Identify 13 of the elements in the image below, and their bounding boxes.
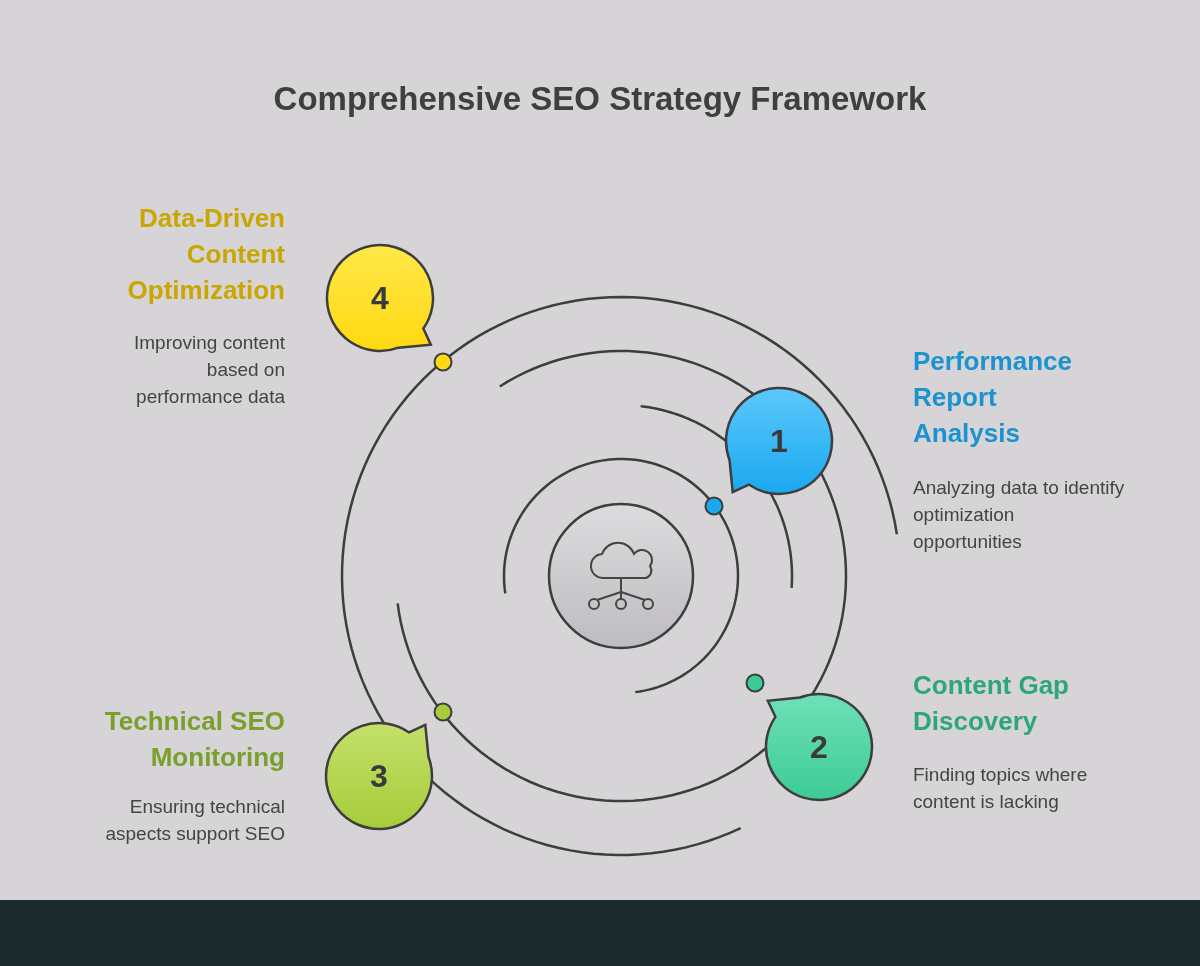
step-description: Ensuring technical aspects support SEO (104, 795, 285, 846)
step-number: 1 (769, 422, 789, 461)
step-heading: Technical SEO Monitoring (103, 705, 285, 774)
diagram-title: Comprehensive SEO Strategy Framework (272, 80, 928, 118)
step-number: 2 (809, 728, 829, 767)
step-number: 4 (370, 279, 390, 318)
step-heading: Data-Driven Content Optimization (126, 202, 285, 307)
step-heading: Content Gap Discovery (913, 669, 1070, 738)
step-number: 3 (369, 757, 389, 796)
step-heading: Performance Report Analysis (913, 345, 1073, 450)
step-description: Analyzing data to identify optimization opportunities (913, 476, 1126, 554)
step-description: Finding topics where content is lacking (913, 763, 1088, 814)
step-description: Improving content based on performance data (132, 331, 285, 409)
